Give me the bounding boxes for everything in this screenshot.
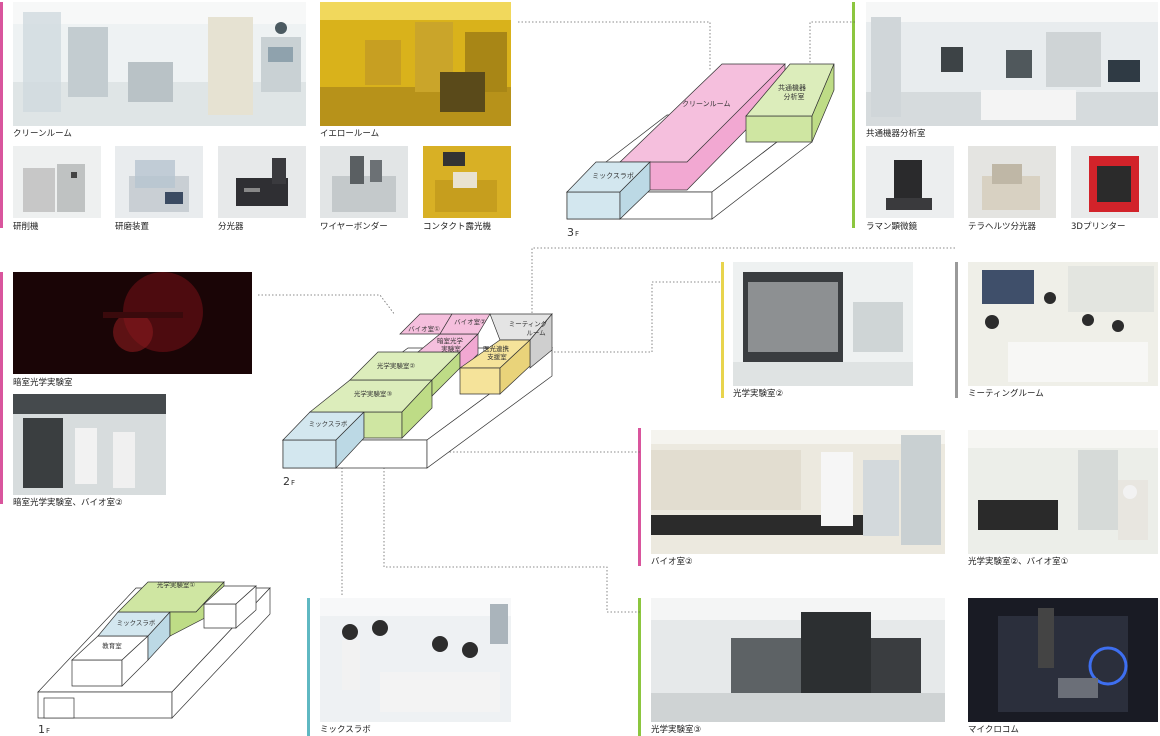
optical2-caption: 光学実験室② xyxy=(733,389,784,399)
room-label-meeting-l1: ミーティング xyxy=(509,319,548,328)
floor-1f xyxy=(37,581,271,719)
printer3d-photo xyxy=(1071,146,1158,218)
wire-bonder-caption: ワイヤーボンダー xyxy=(320,222,388,232)
room-label-shared-3f-l1: 共通機器 xyxy=(778,83,806,92)
optical2-bio1-photo xyxy=(968,430,1158,554)
mixlab-photo xyxy=(320,598,511,722)
mixlab-caption: ミックスラボ xyxy=(320,725,371,735)
raman-photo xyxy=(866,146,954,218)
contact-aligner-photo xyxy=(423,146,511,218)
meeting-caption: ミーティングルーム xyxy=(968,389,1044,399)
floor-label-2f: 2 xyxy=(283,475,290,488)
accent-bar-optical2 xyxy=(721,262,724,398)
shared-lab-caption: 共通機器分析室 xyxy=(866,129,926,139)
microcomb-caption: マイクロコム xyxy=(968,725,1019,735)
yellowroom-photo xyxy=(320,2,511,126)
raman-caption: ラマン顕微鏡 xyxy=(866,222,918,232)
grinder-caption: 研削機 xyxy=(13,222,39,232)
wire-bonder-photo xyxy=(320,146,408,218)
room-label-mix-2f: ミックスラボ xyxy=(309,420,348,428)
meeting-photo xyxy=(968,262,1158,386)
room-label-bio1: バイオ室① xyxy=(408,324,440,333)
accent-bar-optical3 xyxy=(638,598,641,736)
dark-optics-photo xyxy=(13,272,252,374)
yellowroom-caption: イエロールーム xyxy=(320,129,380,139)
terahertz-caption: テラヘルツ分光器 xyxy=(968,222,1037,232)
accent-bar-mixlab xyxy=(307,598,310,736)
room-label-dark-l1: 暗室光学 xyxy=(437,336,464,345)
room-label-optical2-2f: 光学実験室② xyxy=(377,361,416,370)
room-label-bio2: バイオ室② xyxy=(454,317,486,326)
terahertz-photo xyxy=(968,146,1056,218)
optical2-bio1-caption: 光学実験室②、バイオ室① xyxy=(968,557,1069,567)
microcomb-photo xyxy=(968,598,1158,722)
room-label-optical1: 光学実験室① xyxy=(157,580,196,589)
optical3-caption: 光学実験室③ xyxy=(651,725,702,735)
printer3d-caption: 3Dプリンター xyxy=(1071,222,1126,232)
leader-lines xyxy=(258,21,955,613)
room-label-medical-l2: 支援室 xyxy=(487,352,507,361)
spectrometer-caption: 分光器 xyxy=(218,222,244,232)
dark-bio-caption: 暗室光学実験室、バイオ室② xyxy=(13,498,123,508)
accent-bar-bio2 xyxy=(638,428,641,566)
contact-aligner-caption: コンタクト露光機 xyxy=(423,222,492,232)
optical2-photo xyxy=(733,262,913,386)
accent-bar-shared xyxy=(852,2,855,228)
polisher-photo xyxy=(115,146,203,218)
dark-bio-photo xyxy=(13,394,166,495)
polisher-caption: 研磨装置 xyxy=(115,222,150,232)
shared-lab-photo xyxy=(866,2,1158,126)
cleanroom-caption: クリーンルーム xyxy=(13,129,72,139)
cleanroom-photo xyxy=(13,2,306,126)
room-label-mix-3f: ミックスラボ xyxy=(592,172,634,180)
floor-label-3f: 3 xyxy=(567,226,574,239)
bio2-caption: バイオ室② xyxy=(651,557,693,567)
floor-unit-2f: F xyxy=(291,479,295,487)
accent-bar-2f-left xyxy=(0,272,3,504)
room-label-clean-3f: クリーンルーム xyxy=(682,100,730,108)
room-label-optical3-2f: 光学実験室③ xyxy=(354,389,393,398)
floor-unit-3f: F xyxy=(575,230,579,238)
grinder-photo xyxy=(13,146,101,218)
room-label-shared-3f-l2: 分析室 xyxy=(784,92,805,101)
floor-2f xyxy=(281,313,554,469)
room-label-mix-1f: ミックスラボ xyxy=(117,619,156,627)
room-label-meeting-l2: ルーム xyxy=(526,329,546,337)
room-label-medical-l1: 医光連携 xyxy=(483,344,510,353)
accent-bar-3f-left xyxy=(0,2,3,228)
spectrometer-photo xyxy=(218,146,306,218)
room-label-classroom: 教育室 xyxy=(102,641,122,650)
accent-bar-meeting xyxy=(955,262,958,398)
floor-unit-1f: F xyxy=(46,727,50,735)
floor-3f xyxy=(565,63,835,220)
floor-label-1f: 1 xyxy=(38,723,45,736)
dark-optics-caption: 暗室光学実験室 xyxy=(13,378,73,388)
bio2-photo xyxy=(651,430,945,554)
optical3-photo xyxy=(651,598,945,722)
room-label-dark-l2: 実験室 xyxy=(441,344,461,353)
